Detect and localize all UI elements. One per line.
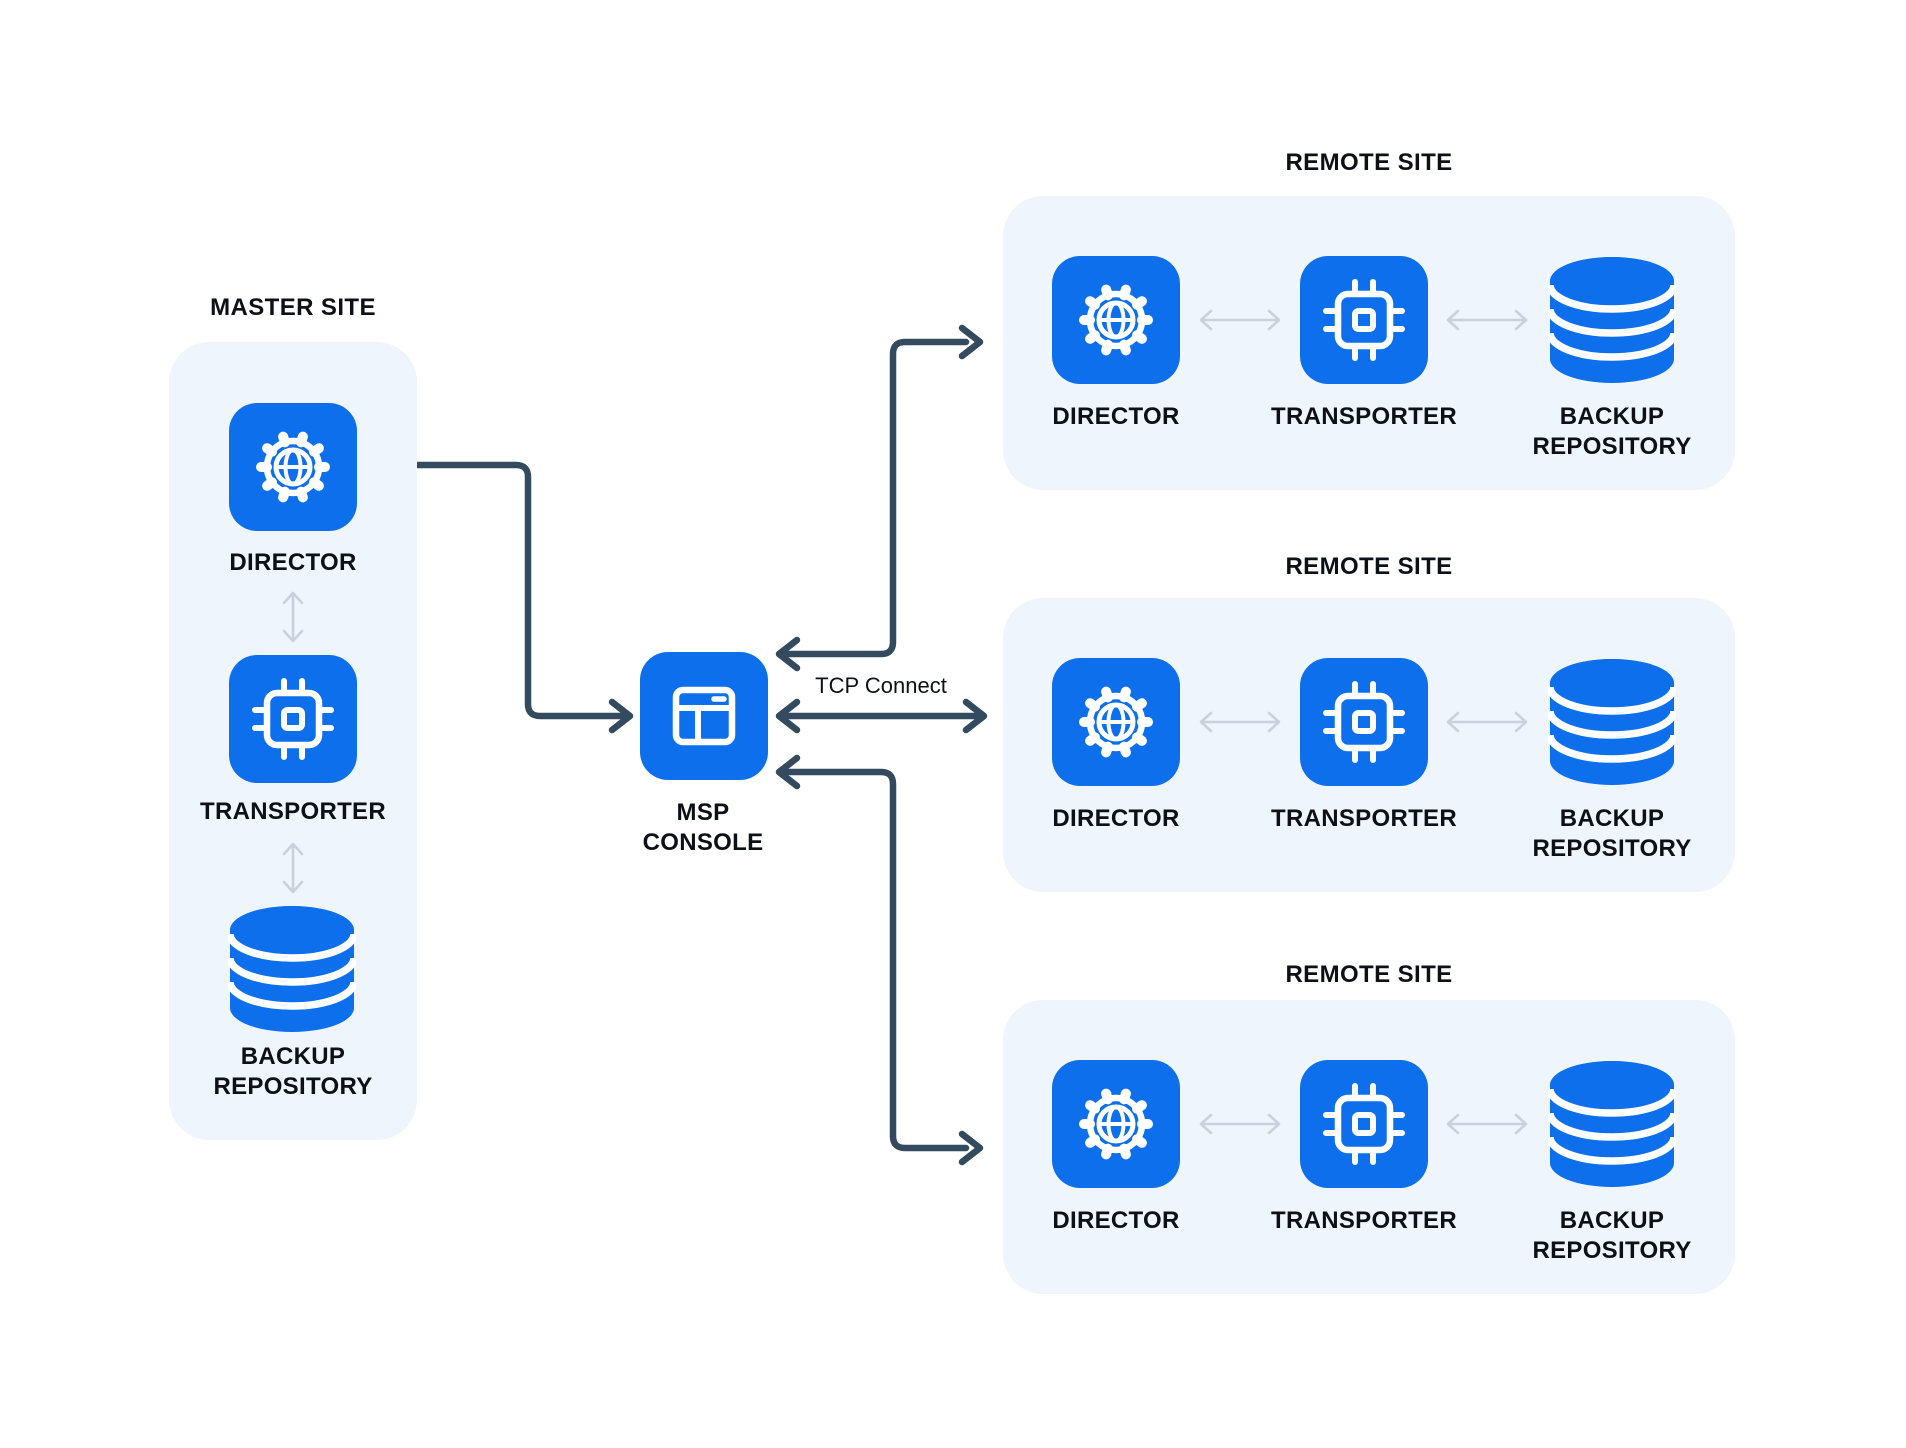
transporter-icon (1323, 1083, 1405, 1165)
remote-site-1-title: REMOTE SITE (1285, 149, 1453, 176)
director-label: DIRECTOR (229, 549, 357, 576)
arrow-master-to-console (364, 461, 634, 734)
remote-site-3-title: REMOTE SITE (1285, 961, 1453, 988)
director-transporter-link-arrow (1199, 1113, 1281, 1135)
director-icon (256, 431, 330, 503)
backup-repository-label: BACKUP REPOSITORY (213, 1043, 373, 1100)
director-transporter-link-arrow (282, 591, 304, 643)
director-label: DIRECTOR (1052, 403, 1180, 430)
msp-console-icon (672, 686, 736, 746)
transporter-tile (1300, 1060, 1428, 1188)
director-icon (1079, 1088, 1153, 1160)
arrow-console-remote-site-3 (775, 754, 984, 1166)
transporter-repository-link-arrow (282, 842, 304, 894)
director-icon (1079, 284, 1153, 356)
remote-site-3-panel: DIRECTOR TRANSPORTER (1003, 1000, 1735, 1294)
msp-console-label: MSP CONSOLE (642, 799, 764, 856)
arrow-console-remote-site-1 (775, 324, 984, 672)
backup-repository-label: BACKUP REPOSITORY (1532, 1207, 1692, 1264)
transporter-tile (1300, 658, 1428, 786)
transporter-icon (252, 678, 334, 760)
tcp-connect-label: TCP Connect (815, 673, 947, 698)
backup-repository-icon (228, 906, 356, 1032)
transporter-label: TRANSPORTER (1271, 403, 1457, 430)
transporter-label: TRANSPORTER (1271, 805, 1457, 832)
remote-site-1-panel: DIRECTOR TRANSPORTER (1003, 196, 1735, 490)
backup-repository-label: BACKUP REPOSITORY (1532, 403, 1692, 460)
director-transporter-link-arrow (1199, 711, 1281, 733)
transporter-repository-link-arrow (1446, 711, 1528, 733)
transporter-label: TRANSPORTER (1271, 1207, 1457, 1234)
director-tile (1052, 256, 1180, 384)
remote-site-2-panel: DIRECTOR TRANSPORTER (1003, 598, 1735, 892)
backup-repository-icon (1548, 659, 1676, 785)
master-site-panel: DIRECTOR TRANSPORTER (169, 342, 417, 1140)
transporter-tile (1300, 256, 1428, 384)
arrow-console-remote-site-2-tcp (775, 698, 988, 734)
remote-site-2-title: REMOTE SITE (1285, 553, 1453, 580)
backup-repository-label: BACKUP REPOSITORY (1532, 805, 1692, 862)
director-icon (1079, 686, 1153, 758)
transporter-repository-link-arrow (1446, 309, 1528, 331)
director-tile (1052, 658, 1180, 786)
transporter-repository-link-arrow (1446, 1113, 1528, 1135)
transporter-tile (229, 655, 357, 783)
backup-repository-icon (1548, 257, 1676, 383)
transporter-icon (1323, 279, 1405, 361)
master-site-title: MASTER SITE (210, 294, 376, 321)
transporter-label: TRANSPORTER (200, 798, 386, 825)
transporter-icon (1323, 681, 1405, 763)
director-label: DIRECTOR (1052, 805, 1180, 832)
backup-repository-icon (1548, 1061, 1676, 1187)
director-tile (229, 403, 357, 531)
msp-console-tile (640, 652, 768, 780)
director-transporter-link-arrow (1199, 309, 1281, 331)
director-tile (1052, 1060, 1180, 1188)
director-label: DIRECTOR (1052, 1207, 1180, 1234)
